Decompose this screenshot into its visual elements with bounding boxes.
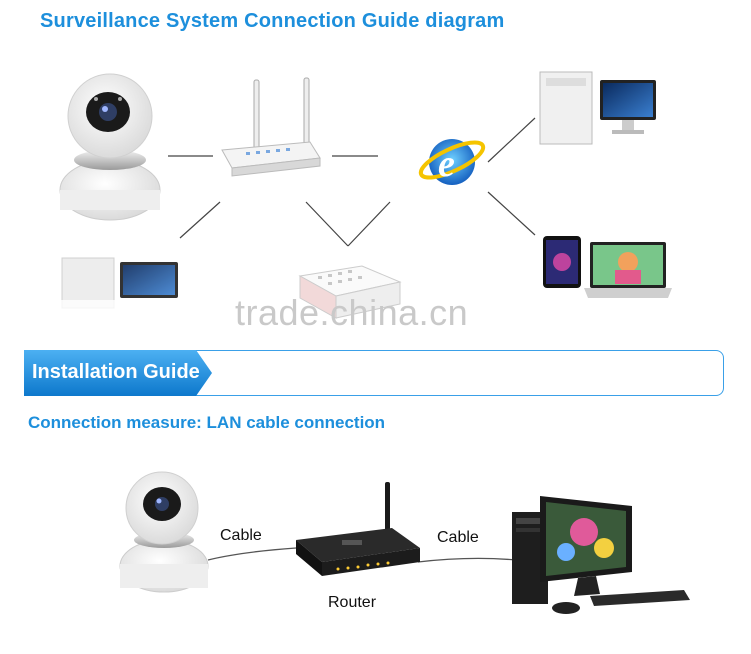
watermark: trade.china.cn <box>235 292 469 333</box>
svg-text:e: e <box>438 143 455 185</box>
router-icon <box>221 77 321 177</box>
internet-explorer-icon: e <box>418 139 486 185</box>
connection-measure: Connection measure: LAN cable connection <box>28 413 386 432</box>
camera-icon <box>59 73 161 221</box>
router-label: Router <box>328 594 377 611</box>
router-icon-bottom <box>296 482 420 576</box>
desktop-computer-icon <box>539 71 656 145</box>
cable-label-right: Cable <box>437 529 479 546</box>
desktop-pc-icon <box>512 496 690 614</box>
page-title: Surveillance System Connection Guide dia… <box>40 10 505 32</box>
client-computer-icon <box>58 257 184 314</box>
connector-lines <box>168 117 536 247</box>
camera-icon-bottom <box>119 471 209 593</box>
mobile-devices-icon <box>543 236 672 298</box>
storage-box-icon <box>298 265 402 319</box>
cable-lines <box>207 547 517 563</box>
cable-label-left: Cable <box>220 527 262 544</box>
section-title: Installation Guide <box>32 361 200 383</box>
